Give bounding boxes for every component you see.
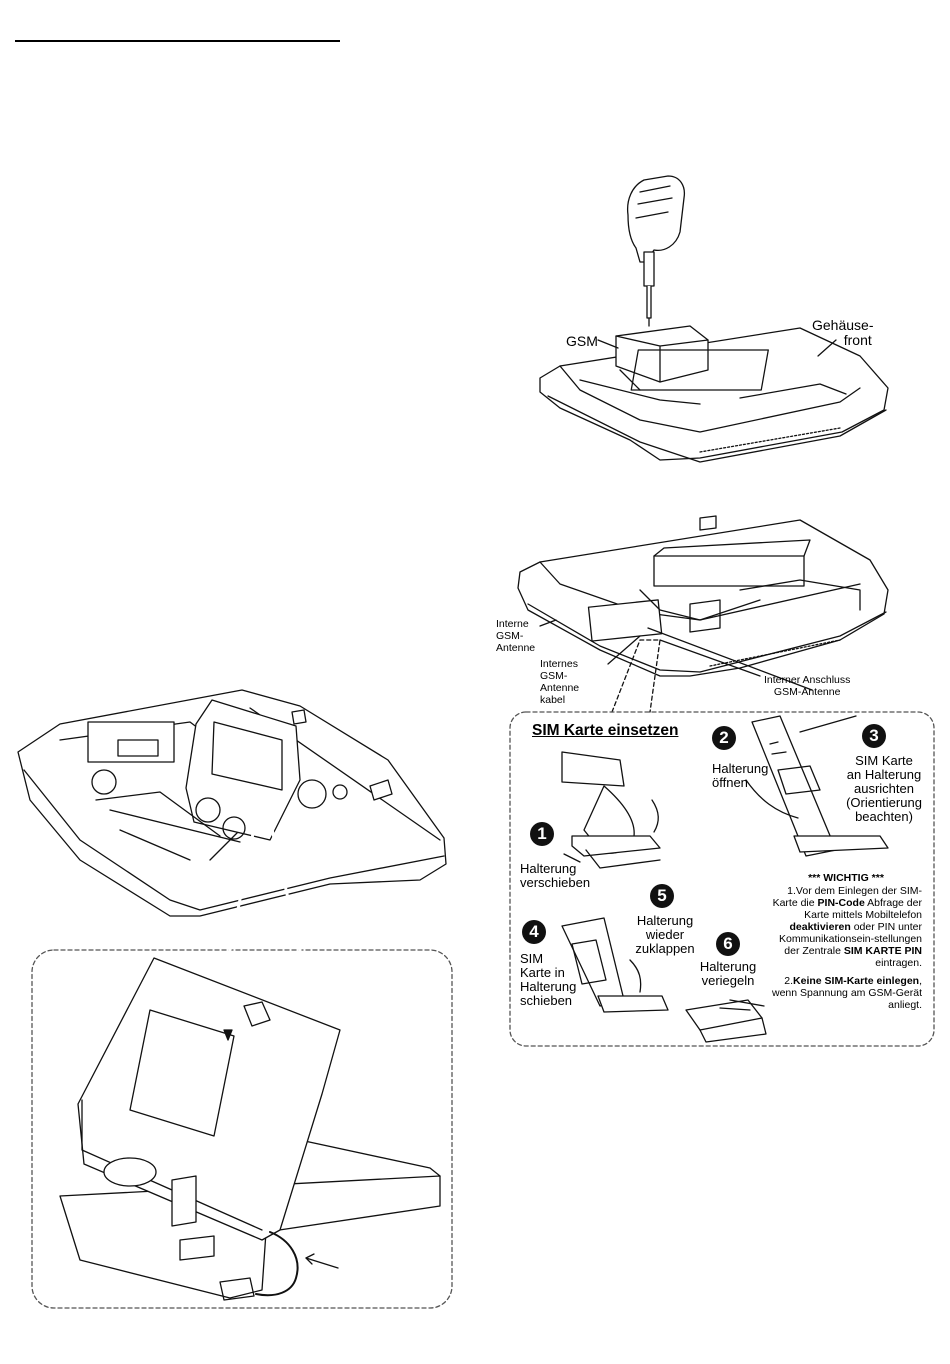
note-text: eintragen.: [875, 957, 922, 969]
sim-panel-title: SIM Karte einsetzen: [532, 722, 679, 739]
step4-badge: 4: [522, 920, 546, 944]
note-item-1: 1.Vor dem Einlegen der SIM-Karte die PIN…: [770, 885, 922, 969]
internes-kabel-line: Internes: [540, 658, 578, 670]
note-text: 2.: [784, 975, 794, 987]
step3-line: SIM Karte: [855, 753, 913, 768]
gsm-label: GSM: [566, 333, 598, 349]
housing-with-display-illustration: [17, 689, 447, 949]
step4-text: SIM Karte in Halterung schieben: [520, 952, 576, 1008]
step4-line: Halterung: [520, 979, 577, 994]
interne-antenne-line: GSM-: [496, 630, 524, 642]
step5-badge: 5: [650, 884, 674, 908]
note-emphasis: PIN-Code: [817, 897, 865, 909]
step1-text: Halterung verschieben: [520, 862, 590, 890]
step6-text: Halterung veriegeln: [692, 960, 764, 988]
step3-text: SIM Karte an Halterung ausrichten (Orien…: [838, 754, 930, 824]
note-text: , wenn Spannung am GSM-Gerät anliegt.: [772, 975, 922, 1011]
internes-kabel-line: Antenne: [540, 682, 580, 694]
internes-kabel-line: kabel: [540, 694, 566, 706]
step4-line: Karte in: [520, 965, 565, 980]
step4-line: schieben: [520, 993, 573, 1008]
gehaeuse-front-label: Gehäuse- front: [812, 318, 873, 348]
internes-kabel-line: GSM-: [540, 670, 568, 682]
step5-line: Halterung: [636, 913, 694, 928]
step4-line: SIM: [520, 951, 544, 966]
step1-badge: 1: [530, 822, 554, 846]
panel-screwdriver-illustration: [539, 175, 889, 463]
step6-line: Halterung: [699, 959, 757, 974]
step2-line: öffnen: [712, 775, 748, 790]
step3-line: (Orientierung: [846, 795, 922, 810]
step5-line: wieder: [645, 927, 685, 942]
step1-line: Halterung: [520, 861, 577, 876]
sim-steps-illustrations: [561, 715, 889, 1043]
note-emphasis: deaktivieren: [789, 921, 851, 933]
gehaeuse-line2: front: [843, 332, 872, 348]
note-emphasis: Keine SIM-Karte einlegen: [793, 975, 920, 987]
gehaeuse-line1: Gehäuse-: [812, 317, 874, 333]
step2-badge: 2: [712, 726, 736, 750]
note-heading: *** WICHTIG ***: [808, 872, 884, 884]
step6-badge: 6: [716, 932, 740, 956]
interne-antenne-line: Interne: [496, 618, 529, 630]
interner-anschluss-line: Interner Anschluss: [764, 674, 851, 686]
interne-antenne-label: Interne GSM- Antenne: [496, 618, 535, 654]
header-rule: [15, 40, 340, 42]
interner-anschluss-label: Interner Anschluss GSM-Antenne: [764, 674, 850, 698]
note-emphasis: SIM KARTE PIN: [843, 945, 922, 957]
important-note: *** WICHTIG *** 1.Vor dem Einlegen der S…: [770, 872, 922, 1011]
step2-text: Halterung öffnen: [712, 762, 768, 790]
step1-line: verschieben: [520, 875, 591, 890]
step3-badge: 3: [862, 724, 886, 748]
note-item-2: 2.Keine SIM-Karte einlegen, wenn Spannun…: [770, 975, 922, 1011]
zoomed-display-illustration: [59, 957, 441, 1301]
step3-line: beachten): [855, 809, 913, 824]
step6-line: veriegeln: [701, 973, 755, 988]
interner-anschluss-line: GSM-Antenne: [773, 686, 841, 698]
open-housing-illustration: [517, 515, 889, 713]
note-text: oder PIN unter Kommunikationsein-stellun…: [779, 921, 922, 957]
step3-line: ausrichten: [854, 781, 914, 796]
interne-antenne-line: Antenne: [496, 642, 536, 654]
step5-line: zuklappen: [635, 941, 695, 956]
step5-text: Halterung wieder zuklappen: [628, 914, 702, 956]
step3-line: an Halterung: [846, 767, 922, 782]
step2-line: Halterung: [712, 761, 769, 776]
note-text: Abfrage der Karte mittels Mobiltelefon: [804, 897, 922, 921]
note-text: 1.Vor dem Einlegen der SIM-Karte die: [772, 885, 922, 909]
internes-kabel-label: Internes GSM- Antenne kabel: [540, 658, 579, 706]
